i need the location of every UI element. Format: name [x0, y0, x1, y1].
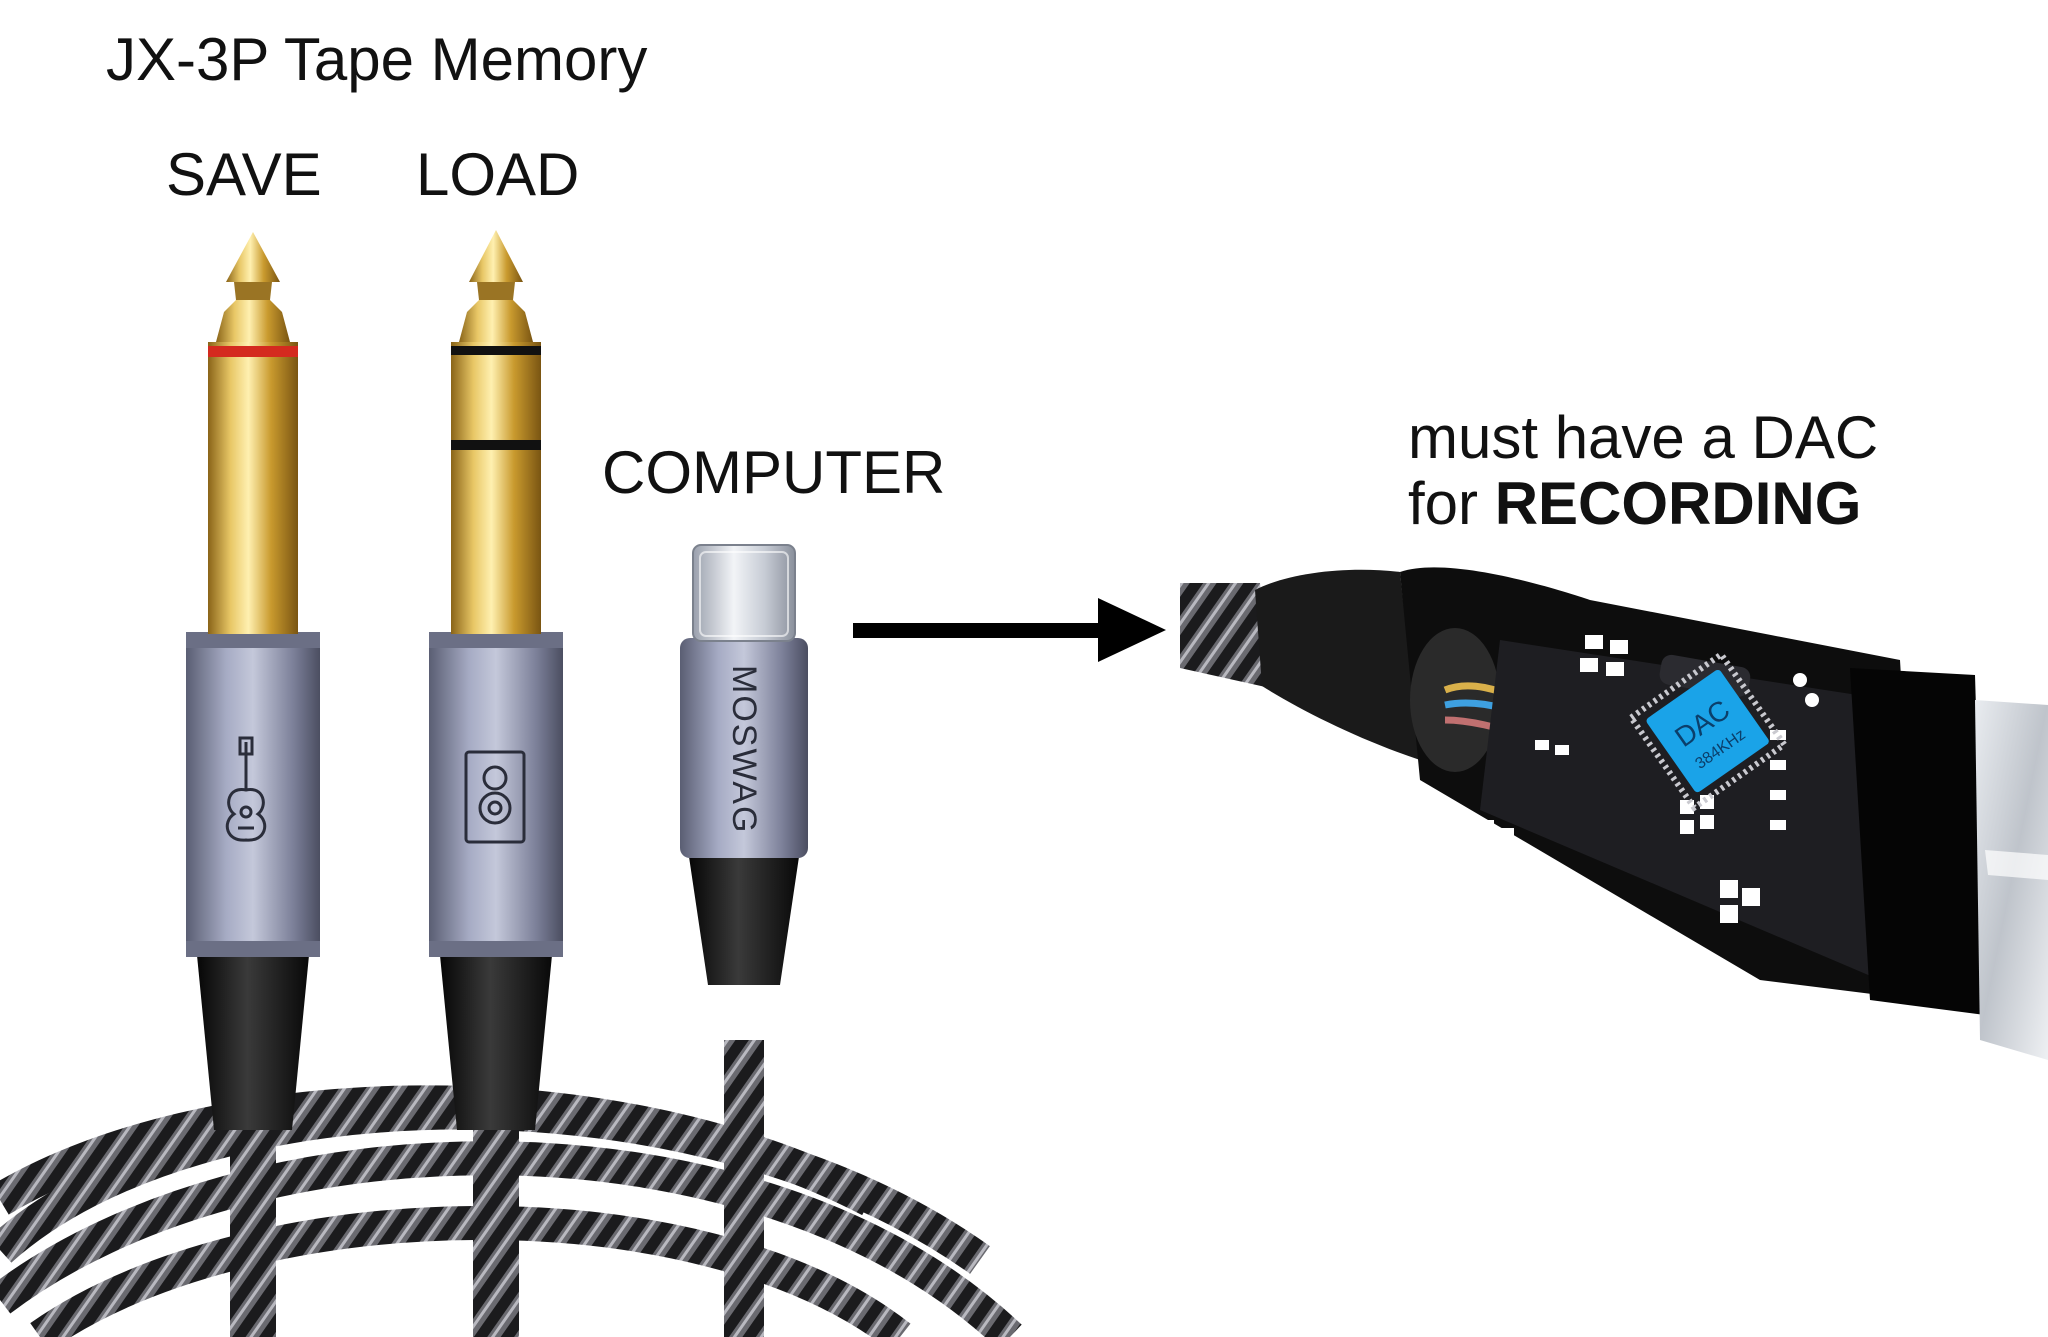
dac-note-line2: for RECORDING [1408, 474, 1861, 534]
usb-c-plug: MOSWAG [680, 544, 808, 1337]
dac-closeup: DAC 384KHz [1180, 567, 2048, 1060]
usb-brand-text: MOSWAG [725, 665, 763, 834]
save-plug [186, 232, 320, 1337]
arrow [853, 598, 1166, 662]
page-title: JX-3P Tape Memory [106, 26, 648, 93]
computer-label: COMPUTER [602, 439, 946, 506]
save-label: SAVE [166, 141, 322, 208]
dac-note-prefix: for [1408, 470, 1495, 537]
load-label: LOAD [416, 141, 580, 208]
dac-chip: DAC 384KHz [1626, 650, 1789, 812]
dac-note-recording: RECORDING [1494, 470, 1862, 537]
pcb-components [1480, 635, 1819, 923]
guitar-icon [225, 736, 267, 842]
speaker-icon [464, 750, 526, 844]
dac-note-line1: must have a DAC [1408, 404, 1879, 471]
